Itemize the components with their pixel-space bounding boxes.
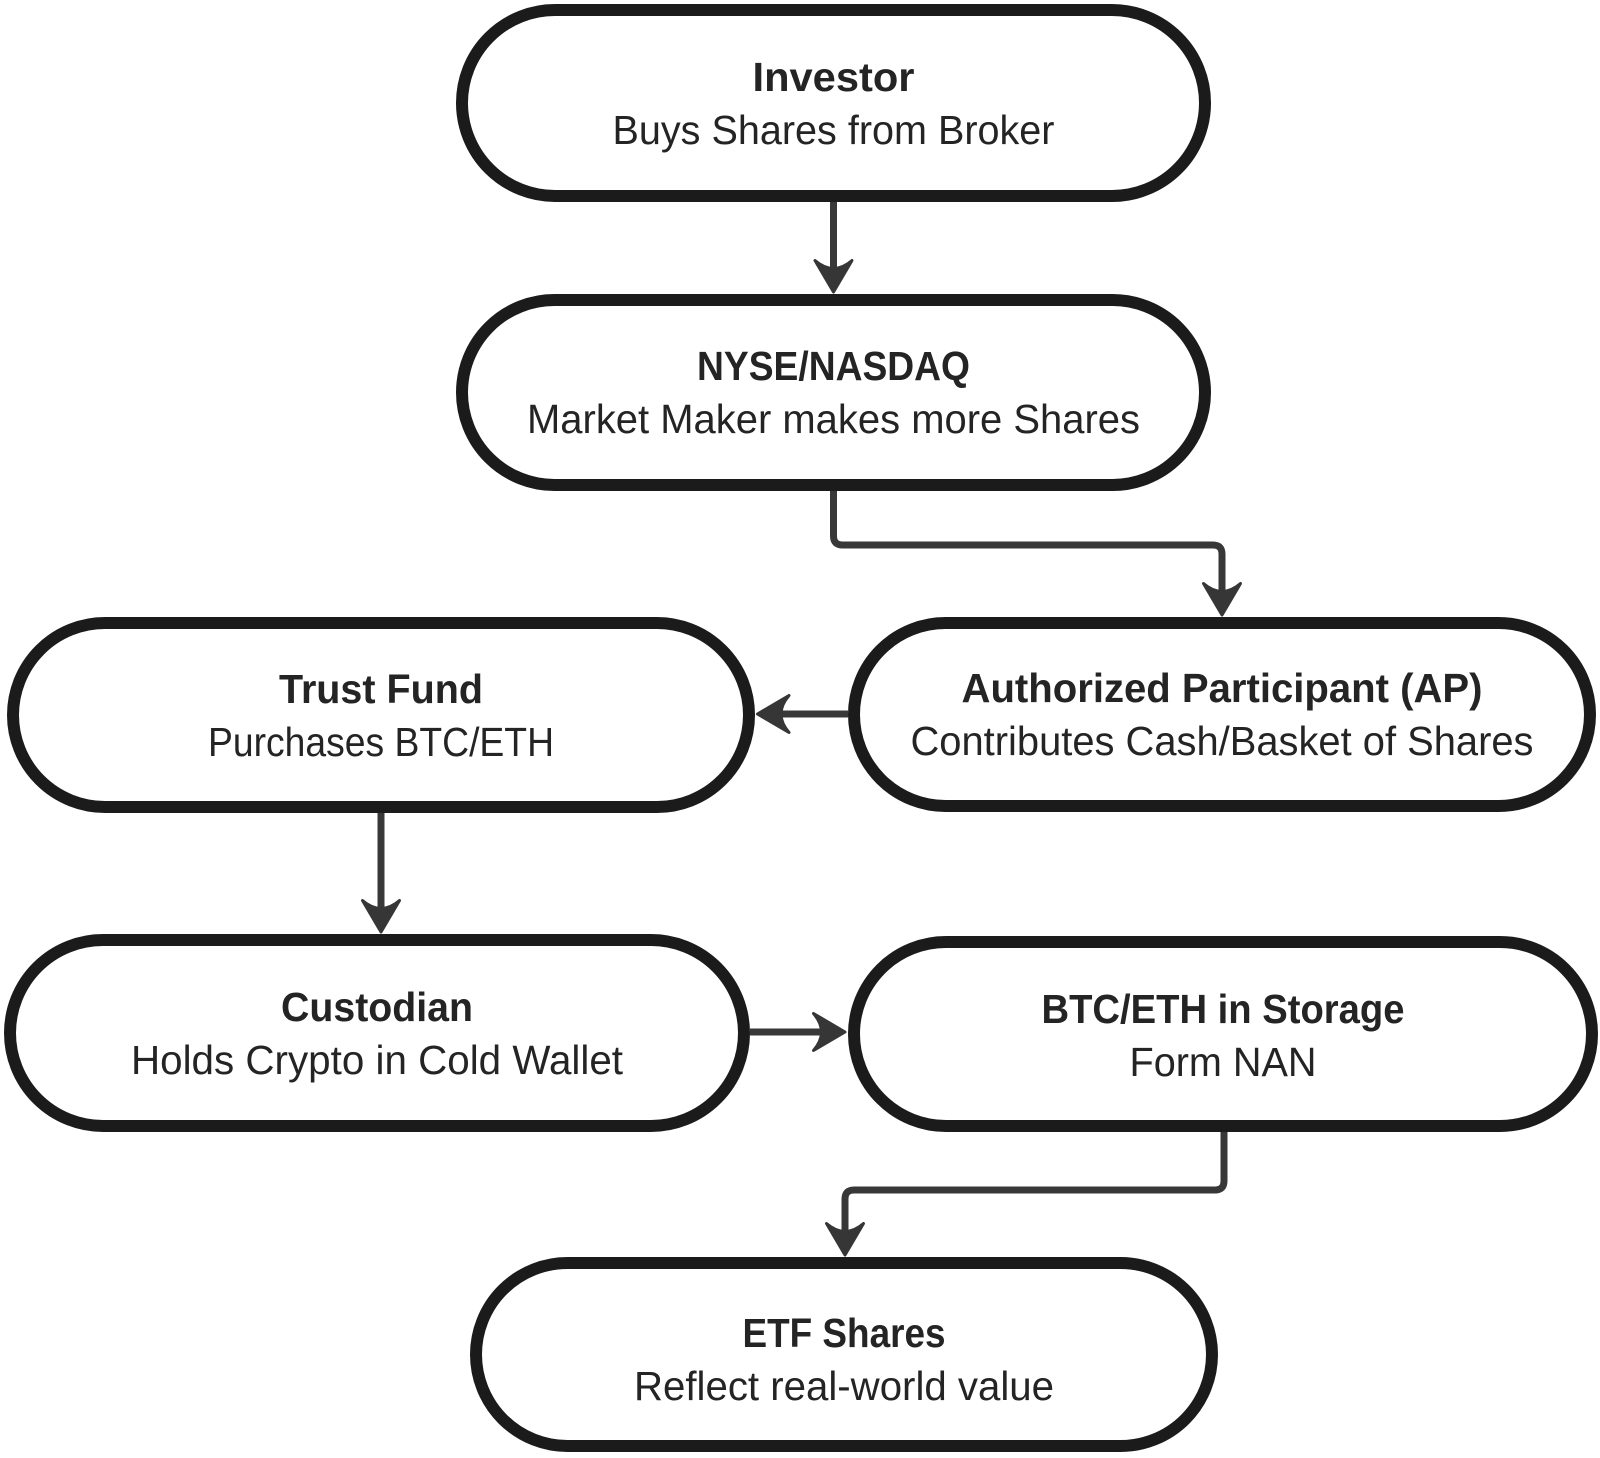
svg-text:Custodian: Custodian <box>281 984 473 1030</box>
svg-text:Reflect real-world value: Reflect real-world value <box>634 1363 1054 1409</box>
svg-text:Authorized Participant (AP): Authorized Participant (AP) <box>962 665 1483 711</box>
svg-text:Holds Crypto in Cold Wallet: Holds Crypto in Cold Wallet <box>131 1037 624 1083</box>
svg-text:Contributes Cash/Basket of Sha: Contributes Cash/Basket of Shares <box>911 718 1534 764</box>
svg-text:Investor: Investor <box>753 54 915 100</box>
svg-text:NYSE/NASDAQ: NYSE/NASDAQ <box>697 343 970 389</box>
svg-text:Form NAN: Form NAN <box>1130 1039 1317 1085</box>
svg-text:Buys Shares from Broker: Buys Shares from Broker <box>613 107 1055 153</box>
svg-text:Market Maker makes more Shares: Market Maker makes more Shares <box>527 396 1140 442</box>
svg-text:Purchases BTC/ETH: Purchases BTC/ETH <box>208 719 554 765</box>
svg-text:Trust Fund: Trust Fund <box>279 666 483 712</box>
svg-text:BTC/ETH in Storage: BTC/ETH in Storage <box>1042 986 1405 1032</box>
svg-text:ETF Shares: ETF Shares <box>743 1310 946 1356</box>
